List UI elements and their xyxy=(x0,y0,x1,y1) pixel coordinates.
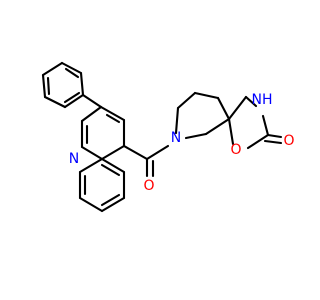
molecule-canvas: N N NH O O O xyxy=(41,61,295,213)
atom-o-ring: O xyxy=(230,142,241,158)
atom-n-quinoline: N xyxy=(69,151,79,167)
bond-quinoline-carbonyl xyxy=(122,144,149,161)
bond-phenyl-quinoline xyxy=(81,93,103,109)
atom-o-carbamate: O xyxy=(283,133,294,149)
quinoline-benzo-ring xyxy=(78,157,126,213)
bond-carbonyl-n xyxy=(145,144,170,161)
atom-n-amide: N xyxy=(171,130,181,146)
phenyl-ring xyxy=(41,61,85,109)
quinoline-pyridine-ring xyxy=(80,105,126,161)
atom-o-carbonyl: O xyxy=(143,178,154,194)
molecule-structure: N N NH O O O xyxy=(41,61,295,213)
oxazolidinone-ring xyxy=(227,95,283,150)
piperidine-ring xyxy=(174,91,231,140)
atom-nh-carbamate: NH xyxy=(252,92,273,108)
